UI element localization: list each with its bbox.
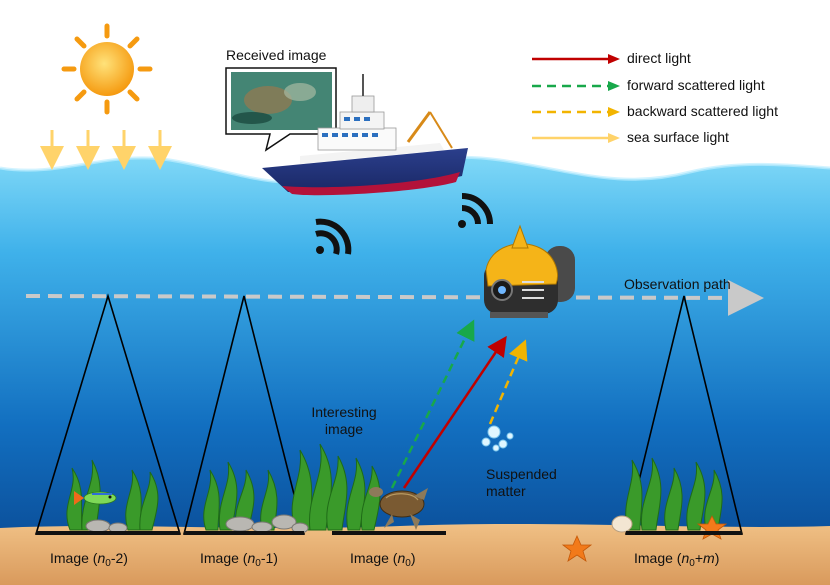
- caption-var: n: [397, 550, 406, 566]
- caption-var: n: [247, 550, 256, 566]
- suspended-matter-label: Suspended matter: [486, 466, 557, 500]
- image-caption-n0-minus-2: Image (n0-2): [50, 550, 128, 572]
- backward-scattered-light-ray: [488, 339, 528, 425]
- caption-prefix: Image (: [200, 550, 248, 566]
- image-strips: [36, 531, 742, 535]
- caption-sub: 0: [105, 558, 111, 569]
- caption-var: n: [97, 550, 106, 566]
- sea-surface-light-arrows: [40, 130, 172, 170]
- research-ship-icon: [262, 74, 468, 196]
- fish-icon: [74, 491, 117, 505]
- legend-label: backward scattered light: [627, 103, 778, 119]
- suspended-matter-bubbles: [481, 425, 514, 452]
- legend-label: forward scattered light: [627, 77, 765, 93]
- caption-prefix: Image (: [350, 550, 398, 566]
- caption-suffix: -1): [260, 550, 278, 566]
- wifi-signal-icon-upper: [458, 193, 493, 228]
- sea-water: [0, 157, 830, 540]
- caption-suffix: -2): [110, 550, 128, 566]
- legend-label: sea surface light: [627, 129, 729, 145]
- image-caption-n0-minus-1: Image (n0-1): [200, 550, 278, 572]
- seabed: [0, 524, 830, 585]
- legend-swatch-sea-surface: [532, 133, 620, 143]
- interesting-image-label-line2: image: [324, 421, 364, 437]
- underwater-vehicle-icon: [484, 224, 575, 318]
- forward-scattered-light-ray: [390, 319, 475, 489]
- caption-tail: ): [714, 550, 720, 566]
- legend-swatch-backward-scattered: [532, 107, 620, 117]
- legend-item-backward-scattered-light: backward scattered light: [530, 102, 820, 122]
- legend-item-forward-scattered-light: forward scattered light: [530, 76, 820, 96]
- caption-sub: 0: [689, 558, 695, 569]
- caption-suffix: +: [694, 550, 704, 566]
- received-image-label: Received image: [226, 47, 327, 63]
- interesting-image-label-line1: Interesting: [311, 404, 377, 420]
- caption-prefix: Image (: [50, 550, 98, 566]
- image-caption-n0: Image (n0): [350, 550, 416, 572]
- legend-label: direct light: [627, 50, 691, 66]
- legend-item-direct-light: direct light: [530, 49, 820, 69]
- turtle-icon: [369, 487, 428, 530]
- legend-item-sea-surface-light: sea surface light: [530, 128, 820, 148]
- seashell-icon: [611, 515, 633, 533]
- seaweed-group: [66, 443, 723, 531]
- legend-swatch-forward-scattered: [532, 81, 620, 91]
- interesting-image-label: Interesting image: [304, 404, 384, 438]
- wifi-signal-icon: [315, 218, 352, 255]
- legend-swatch-direct-light: [532, 54, 620, 64]
- direct-light-ray: [402, 335, 507, 489]
- suspended-matter-label-line1: Suspended: [486, 466, 557, 482]
- caption-sub: 0: [405, 558, 411, 569]
- caption-suffix: ): [410, 550, 416, 566]
- image-caption-n0-plus-m: Image (n0+m): [634, 550, 719, 572]
- sun-icon: [61, 23, 153, 115]
- caption-prefix: Image (: [634, 550, 682, 566]
- caption-sub: 0: [255, 558, 261, 569]
- observation-path-label: Observation path: [624, 276, 731, 292]
- observation-path-arrow: [25, 279, 764, 316]
- suspended-matter-label-line2: matter: [486, 483, 526, 499]
- caption-var: n: [681, 550, 690, 566]
- received-image-bubble: [225, 67, 337, 152]
- caption-var2: m: [703, 550, 715, 566]
